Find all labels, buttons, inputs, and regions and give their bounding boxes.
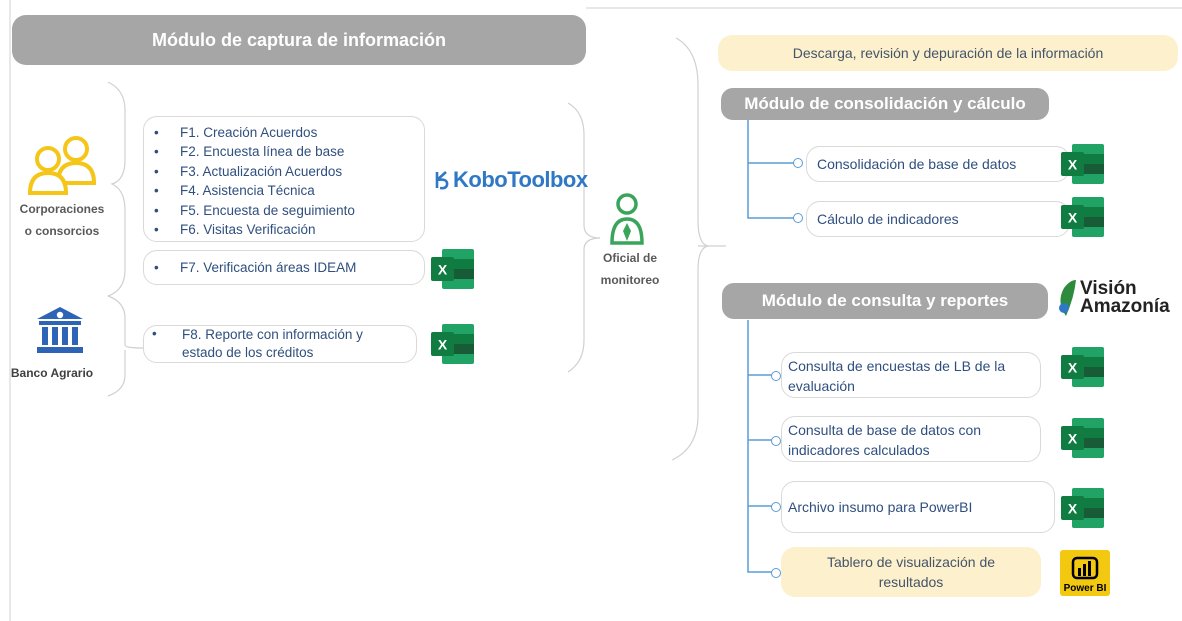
corporaciones-label: Corporaciones o consorcios <box>19 202 105 238</box>
svg-text:X: X <box>438 337 448 353</box>
officer-icon <box>610 193 644 250</box>
list-item: F7. Verificación áreas IDEAM <box>154 258 424 278</box>
kobo-logo-text: KoboToolbox <box>453 167 588 192</box>
officer-label: Oficial de monitoreo <box>600 251 660 287</box>
vision-logo-line-2: Amazonía <box>1080 296 1170 317</box>
connector-dot <box>771 568 781 578</box>
excel-icon: X <box>430 248 476 290</box>
list-item: F1. Creación Acuerdos <box>154 123 424 143</box>
reports-module-title: Módulo de consulta y reportes <box>722 283 1048 319</box>
calculation-item: Cálculo de indicadores <box>806 201 1070 237</box>
report-item-powerbi-file: Archivo insumo para PowerBI <box>781 481 1055 533</box>
report-item-lb: Consulta de encuestas de LB de la evalua… <box>781 352 1041 398</box>
svg-text:X: X <box>1068 210 1078 226</box>
excel-icon: X <box>1060 143 1106 185</box>
connector-dot <box>771 371 781 381</box>
consolidation-module-title: Módulo de consolidación y cálculo <box>721 88 1049 120</box>
kobotoolbox-logo: KoboToolbox <box>434 167 588 193</box>
kobo-forms-list: F1. Creación Acuerdos F2. Encuesta línea… <box>144 117 424 240</box>
consolidation-item: Consolidación de base de datos <box>806 146 1070 182</box>
svg-text:X: X <box>438 262 448 278</box>
excel-icon: X <box>1060 346 1106 388</box>
list-item: F5. Encuesta de seguimiento <box>154 201 424 221</box>
svg-text:X: X <box>1068 157 1078 173</box>
svg-text:X: X <box>1068 431 1078 447</box>
f8-line-2: estado de los créditos <box>182 345 314 360</box>
list-item: F4. Asistencia Técnica <box>154 181 424 201</box>
svg-text:X: X <box>1068 360 1078 376</box>
leaf-icon <box>1059 280 1076 316</box>
list-item: F3. Actualización Acuerdos <box>154 162 424 182</box>
f8-box: • F8. Reporte con información y estado d… <box>143 325 417 363</box>
kobo-forms-box: F1. Creación Acuerdos F2. Encuesta línea… <box>143 116 425 242</box>
kobo-icon <box>435 171 449 190</box>
excel-icon: X <box>1060 196 1106 238</box>
vision-amazonia-logo: Visión Amazonía <box>1056 278 1170 318</box>
connector-dot <box>771 436 781 446</box>
list-item: F2. Encuesta línea de base <box>154 142 424 162</box>
excel-icon: X <box>1060 487 1106 529</box>
list-item: F6. Visitas Verificación <box>154 220 424 240</box>
connector-dot <box>793 213 803 223</box>
powerbi-label: Power BI <box>1063 583 1107 594</box>
vision-logo-line-1: Visión <box>1080 278 1137 299</box>
people-icon <box>27 135 108 202</box>
capture-module-title: Módulo de captura de información <box>12 15 586 65</box>
connector-dot <box>771 502 781 512</box>
bank-icon <box>35 305 85 360</box>
svg-text:X: X <box>1068 501 1078 517</box>
banco-label: Banco Agrario <box>10 366 94 380</box>
f8-line-1: F8. Reporte con información y <box>182 327 363 342</box>
download-note: Descarga, revisión y depuración de la in… <box>718 35 1178 71</box>
excel-icon: X <box>1060 417 1106 459</box>
f7-box: F7. Verificación áreas IDEAM <box>143 250 425 285</box>
connector-dot <box>793 158 803 168</box>
report-item-db: Consulta de base de datos con indicadore… <box>781 416 1041 462</box>
excel-icon: X <box>430 323 476 365</box>
powerbi-icon: Power BI <box>1060 550 1110 596</box>
bullet: • <box>152 326 157 341</box>
report-item-dashboard: Tablero de visualización de resultados <box>781 547 1041 597</box>
